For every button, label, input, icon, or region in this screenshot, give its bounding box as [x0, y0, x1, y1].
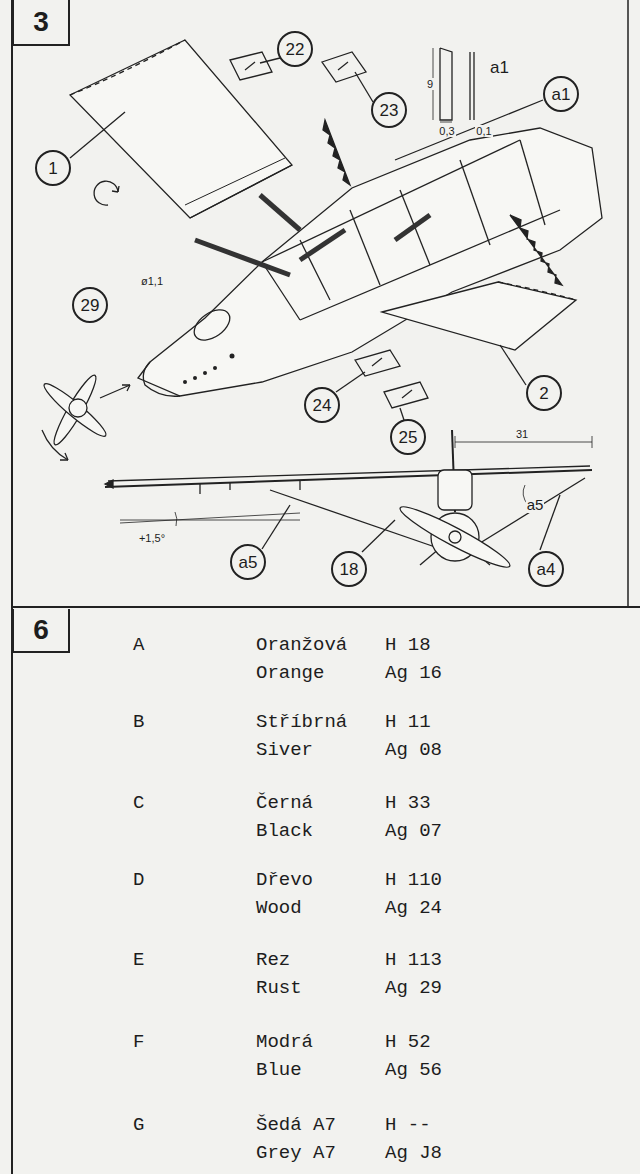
- callout-circle: a1: [543, 76, 579, 112]
- callout-number: 25: [399, 429, 418, 446]
- dimension-label: +1,5°: [138, 532, 166, 544]
- color-name: Modrá: [256, 1032, 313, 1053]
- callout-number: a1: [552, 86, 571, 103]
- color-name: Black: [256, 821, 313, 842]
- callout-circle: 18: [331, 551, 367, 587]
- paint-code: H 52: [385, 1032, 431, 1053]
- color-name: Oranžová: [256, 635, 347, 656]
- table-key: D: [133, 870, 144, 891]
- color-name: Stříbrná: [256, 712, 347, 733]
- callout-number: 29: [81, 297, 100, 314]
- table-key: B: [133, 712, 144, 733]
- color-name: Blue: [256, 1060, 302, 1081]
- callout-circle: 29: [72, 287, 108, 323]
- paint-code: Ag J8: [385, 1143, 442, 1164]
- table-key: A: [133, 635, 144, 656]
- callout-number: 2: [539, 385, 548, 402]
- callout-circle: a5: [230, 544, 266, 580]
- callout-number: a4: [537, 561, 556, 578]
- paint-code: H 11: [385, 712, 431, 733]
- color-name: Šedá A7: [256, 1115, 336, 1136]
- dimension-label: 31: [515, 428, 529, 440]
- table-key: E: [133, 950, 144, 971]
- color-name: Černá: [256, 793, 313, 814]
- table-key: G: [133, 1115, 144, 1136]
- paint-code: Ag 16: [385, 663, 442, 684]
- paint-code: Ag 24: [385, 898, 442, 919]
- color-name: Grey A7: [256, 1143, 336, 1164]
- color-name: Dřevo: [256, 870, 313, 891]
- table-key: C: [133, 793, 144, 814]
- callout-circle: a4: [528, 551, 564, 587]
- paint-code: H 113: [385, 950, 442, 971]
- color-name: Orange: [256, 663, 324, 684]
- callout-number: 24: [313, 397, 332, 414]
- callout-number: 1: [48, 160, 57, 177]
- dimension-label: 0,3: [438, 125, 455, 137]
- dimension-label: 0,1: [475, 125, 492, 137]
- paint-code: Ag 07: [385, 821, 442, 842]
- table-key: F: [133, 1032, 144, 1053]
- callout-circle: 23: [371, 92, 407, 128]
- paint-code: H 18: [385, 635, 431, 656]
- callout-number: 22: [286, 41, 305, 58]
- dimension-label: ø1,1: [140, 275, 164, 287]
- paint-code: Ag 29: [385, 978, 442, 999]
- paint-code: H 110: [385, 870, 442, 891]
- callout-number: 23: [380, 102, 399, 119]
- color-name: Rez: [256, 950, 290, 971]
- callout-number: 18: [340, 561, 359, 578]
- step-number: 3: [33, 8, 49, 36]
- dimension-label: 9: [426, 78, 434, 90]
- paint-code: H --: [385, 1115, 431, 1136]
- step-number-box: 3: [12, 0, 70, 46]
- callout-circle: 2: [526, 375, 562, 411]
- step-number: 6: [33, 616, 49, 644]
- callout-circle: 22: [277, 31, 313, 67]
- paint-code: Ag 56: [385, 1060, 442, 1081]
- callout-number: a5: [239, 554, 258, 571]
- color-name: Rust: [256, 978, 302, 999]
- callout-circle: 24: [304, 387, 340, 423]
- callout-circle: 1: [35, 150, 71, 186]
- color-name: Siver: [256, 740, 313, 761]
- step-number-box: 6: [12, 609, 70, 653]
- color-name: Wood: [256, 898, 302, 919]
- paint-code: Ag 08: [385, 740, 442, 761]
- part-label: a1: [489, 59, 510, 78]
- callout-circle: 25: [390, 419, 426, 455]
- part-label: a5: [526, 497, 545, 514]
- paint-code: H 33: [385, 793, 431, 814]
